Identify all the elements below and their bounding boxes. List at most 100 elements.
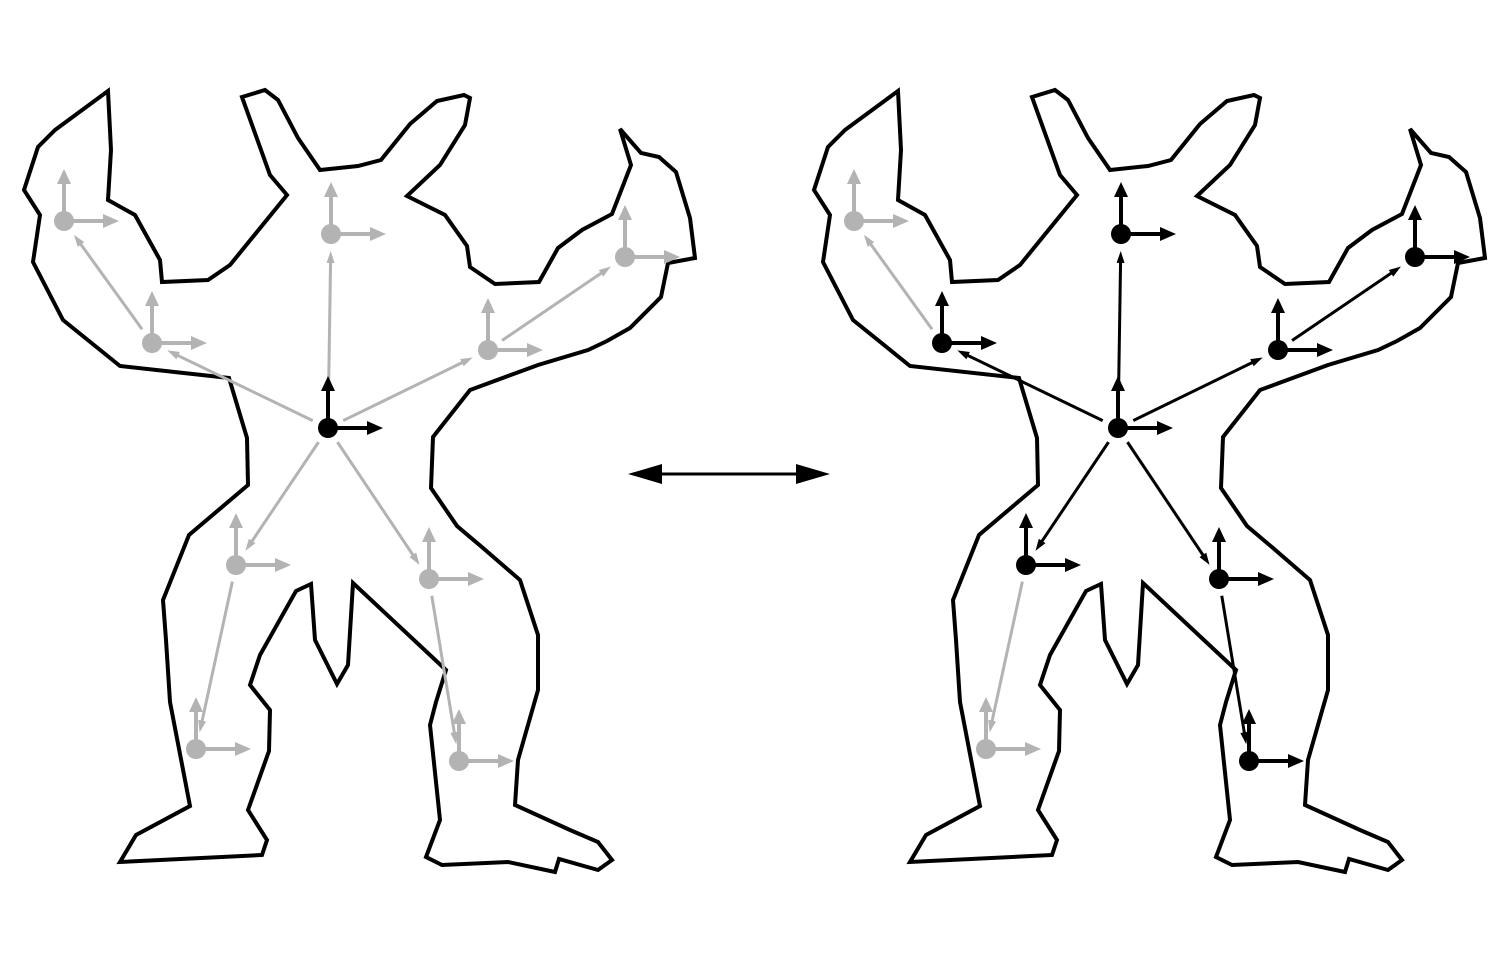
right-figure-joint-right-hip (1209, 527, 1274, 589)
left-figure-joint-left-hip (226, 513, 291, 575)
joint-axis-up-arrowhead (57, 169, 71, 184)
bone-line (336, 441, 417, 559)
bone-arrowhead (1035, 538, 1046, 551)
right-figure-outline (811, 87, 1488, 875)
joint-axis-right-arrowhead (527, 343, 543, 357)
left-figure-bone-root-to-right-shoulder (342, 357, 473, 422)
right-figure-joint-left-hip (1016, 513, 1081, 575)
joint-dot (1209, 569, 1229, 589)
bone-line (501, 270, 605, 342)
bone-line (248, 441, 320, 545)
right-figure-joint-left-hand (844, 169, 909, 231)
joint-axis-up-arrowhead (422, 527, 436, 542)
right-figure-bone-root-to-right-shoulder (1132, 357, 1263, 422)
left-figure-joint-right-hip (419, 527, 484, 589)
joint-axis-up-arrowhead (847, 169, 861, 184)
right-figure-bone-right-hip-to-right-foot (1220, 595, 1249, 745)
bone-line (1291, 270, 1395, 342)
joint-axis-right-arrowhead (498, 754, 514, 768)
left-figure-joint-left-foot (186, 697, 251, 759)
connector-left-arrowhead (628, 464, 662, 484)
joint-axis-up-arrowhead (1271, 298, 1285, 313)
left-figure-outline (21, 87, 698, 875)
connector-layer (628, 464, 830, 484)
outline-layer (21, 87, 1488, 875)
connector-right-arrowhead (796, 464, 830, 484)
joint-axis-up-arrowhead (189, 697, 203, 712)
joint-axis-up-arrowhead (321, 376, 335, 391)
bone-line (989, 581, 1024, 725)
joint-axis-up-arrowhead (1408, 205, 1422, 220)
joint-dot (142, 333, 162, 353)
joint-dot (844, 211, 864, 231)
joint-axis-up-arrowhead (1242, 709, 1256, 724)
joint-axis-up-arrowhead (1212, 527, 1226, 542)
bone-line (1220, 595, 1247, 737)
joint-dot (1108, 418, 1128, 438)
joint-axis-right-arrowhead (191, 336, 207, 350)
bone-line (1126, 441, 1207, 559)
right-figure-bone-left-hip-to-left-foot (988, 581, 1024, 733)
joint-dot (1111, 224, 1131, 244)
bone-arrowhead (460, 357, 473, 367)
joint-axis-right-arrowhead (1258, 572, 1274, 586)
joint-axis-right-arrowhead (1160, 227, 1176, 241)
bone-arrowhead (245, 538, 256, 551)
left-figure-bone-left-hip-to-left-foot (198, 581, 234, 733)
joint-axis-right-arrowhead (370, 227, 386, 241)
joint-axis-up-arrowhead (935, 291, 949, 306)
joint-dot (321, 224, 341, 244)
joint-dot (478, 340, 498, 360)
joint-axis-up-arrowhead (1114, 182, 1128, 197)
bone-arrowhead (1250, 357, 1263, 367)
joint-axis-up-arrowhead (979, 697, 993, 712)
bone-line (77, 240, 144, 331)
double-arrow-connector (628, 464, 830, 484)
joint-dot (1016, 555, 1036, 575)
joint-axis-up-arrowhead (618, 205, 632, 220)
joint-axis-up-arrowhead (324, 182, 338, 197)
left-figure-joint-right-hand (615, 205, 680, 267)
left-figure-joint-root (318, 376, 383, 438)
joint-axis-right-arrowhead (103, 214, 119, 228)
left-figure-bone-right-hip-to-right-foot (430, 595, 459, 745)
bone-line (174, 352, 314, 422)
bone-line (867, 240, 934, 331)
joint-axis-up-arrowhead (1111, 376, 1125, 391)
bone-arrowhead (1240, 731, 1249, 745)
joint-axis-up-arrowhead (145, 291, 159, 306)
joints-layer (54, 169, 1470, 771)
right-figure-joint-left-shoulder (932, 291, 997, 353)
bone-line (430, 595, 457, 737)
joint-axis-right-arrowhead (367, 421, 383, 435)
joint-axis-right-arrowhead (1288, 754, 1304, 768)
right-figure-joint-right-foot (1239, 709, 1304, 771)
bone-line (199, 581, 234, 725)
bone-arrowhead (73, 234, 85, 247)
joint-axis-up-arrowhead (229, 513, 243, 528)
left-figure-joint-right-shoulder (478, 298, 543, 360)
joint-dot (1239, 751, 1259, 771)
bone-line (342, 359, 466, 422)
joint-axis-right-arrowhead (1025, 742, 1041, 756)
joint-axis-right-arrowhead (468, 572, 484, 586)
right-figure-joint-right-shoulder (1268, 298, 1333, 360)
bone-line (1132, 359, 1256, 422)
left-figure-bone-right-shoulder-to-right-hand (501, 266, 611, 342)
bone-arrowhead (1388, 266, 1401, 277)
bone-arrowhead (198, 719, 207, 733)
bone-arrowhead (957, 350, 970, 360)
bone-line (1038, 441, 1110, 545)
joint-axis-up-arrowhead (481, 298, 495, 313)
bone-arrowhead (450, 731, 459, 745)
joint-dot (976, 739, 996, 759)
joint-axis-right-arrowhead (893, 214, 909, 228)
joint-dot (615, 247, 635, 267)
left-figure-bone-root-to-left-shoulder (167, 350, 314, 422)
joint-dot (932, 333, 952, 353)
right-figure-bone-root-to-left-hip (1035, 441, 1110, 551)
joint-axis-right-arrowhead (275, 558, 291, 572)
left-figure-bone-root-to-left-hip (245, 441, 320, 551)
joint-dot (54, 211, 74, 231)
